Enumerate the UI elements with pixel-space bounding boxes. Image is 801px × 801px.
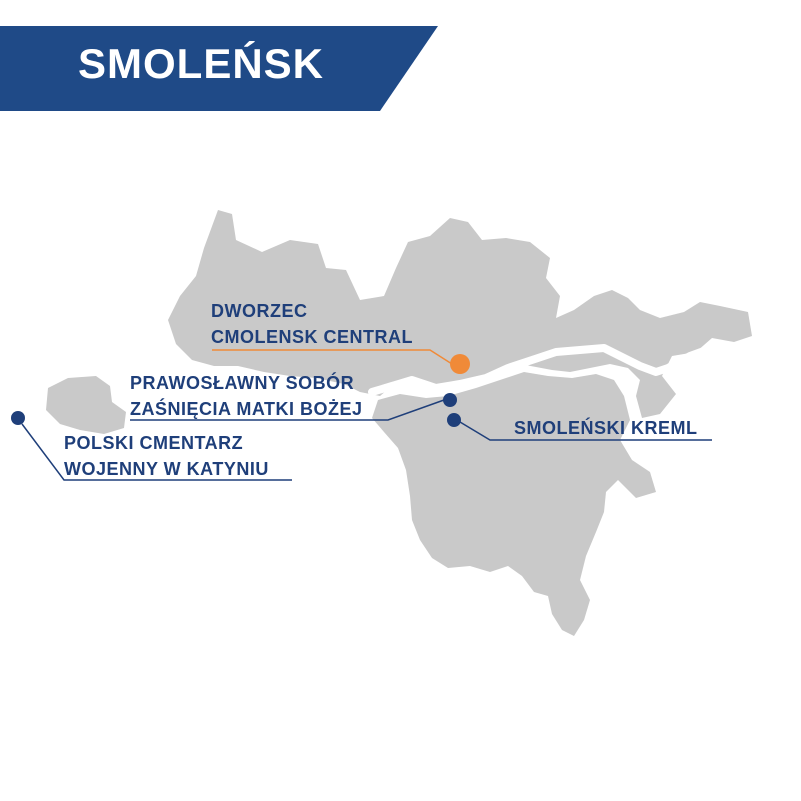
place-label-katyn: POLSKI CMENTARZ WOJENNY W KATYNIU [64, 430, 269, 482]
markers [11, 354, 470, 427]
marker-dworzec[interactable] [450, 354, 470, 374]
leader-line-kreml [459, 421, 712, 441]
river [368, 344, 716, 396]
place-label-line: CMOLENSK CENTRAL [211, 327, 413, 347]
leader-lines [21, 349, 712, 481]
place-label-line: ZAŚNIĘCIA MATKI BOŻEJ [130, 399, 363, 419]
marker-sobor[interactable] [443, 393, 457, 407]
marker-katyn[interactable] [11, 411, 25, 425]
leader-line-dworzec [212, 349, 453, 365]
map-title: SMOLEŃSK [78, 40, 325, 87]
leader-line-sobor [130, 399, 445, 421]
place-label-line: POLSKI CMENTARZ [64, 433, 244, 453]
marker-kreml[interactable] [447, 413, 461, 427]
place-label-line: WOJENNY W KATYNIU [64, 459, 269, 479]
place-label-line: DWORZEC [211, 301, 308, 321]
leader-line-katyn [21, 423, 292, 481]
katyn-area [46, 376, 126, 434]
place-label-line: PRAWOSŁAWNY SOBÓR [130, 373, 355, 393]
place-label-sobor: PRAWOSŁAWNY SOBÓR ZAŚNIĘCIA MATKI BOŻEJ [130, 370, 363, 422]
place-label-line: SMOLEŃSKI KREML [514, 418, 698, 438]
place-label-kreml: SMOLEŃSKI KREML [514, 415, 698, 441]
city-area-north [168, 210, 752, 418]
city-area-south [372, 372, 656, 636]
place-label-dworzec: DWORZEC CMOLENSK CENTRAL [211, 298, 413, 350]
